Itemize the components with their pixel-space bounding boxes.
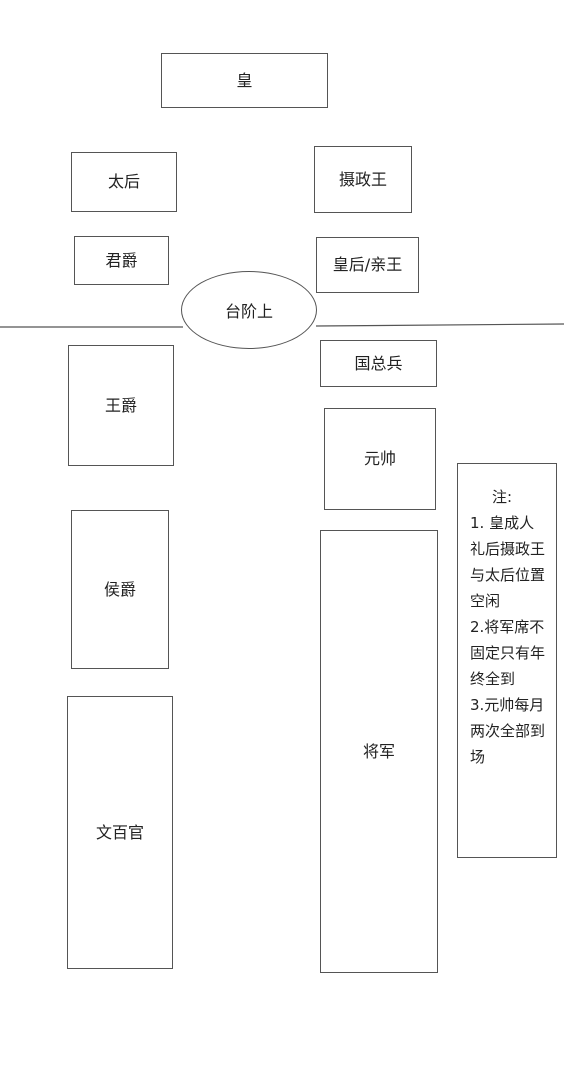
node-wang-jue-label: 王爵 xyxy=(104,395,137,415)
note-item-1: 1. 皇成人礼后摄政王与太后位置空闲 xyxy=(470,514,546,610)
node-steps: 台阶上 xyxy=(181,271,317,349)
note-item-3: 3.元帅每月两次全部到场 xyxy=(470,696,546,766)
node-regent-label: 摄政王 xyxy=(338,169,387,189)
node-jun-jue: 君爵 xyxy=(74,236,169,285)
node-general: 将军 xyxy=(320,530,438,973)
node-empress-prince-label: 皇后/亲王 xyxy=(332,255,403,274)
node-emperor: 皇 xyxy=(161,53,328,108)
node-hou-jue: 侯爵 xyxy=(71,510,169,669)
node-empress-prince: 皇后/亲王 xyxy=(316,237,419,293)
node-wang-jue: 王爵 xyxy=(68,345,174,466)
node-regent: 摄政王 xyxy=(314,146,412,213)
node-hou-jue-label: 侯爵 xyxy=(103,579,136,599)
note-box: 注: 1. 皇成人礼后摄政王与太后位置空闲 2.将军席不固定只有年终全到 3.元… xyxy=(457,463,557,858)
node-guo-zong-bing-label: 国总兵 xyxy=(354,353,403,373)
node-general-label: 将军 xyxy=(362,741,395,761)
node-guo-zong-bing: 国总兵 xyxy=(320,340,437,387)
node-civil-officials-label: 文百官 xyxy=(95,822,144,842)
node-jun-jue-label: 君爵 xyxy=(105,250,138,270)
node-marshal-label: 元帅 xyxy=(363,449,396,468)
node-empress-dowager-label: 太后 xyxy=(107,172,140,191)
note-item-2: 2.将军席不固定只有年终全到 xyxy=(470,618,546,688)
note-title: 注: xyxy=(491,488,513,506)
node-steps-label: 台阶上 xyxy=(224,302,273,321)
node-marshal: 元帅 xyxy=(324,408,436,510)
node-civil-officials: 文百官 xyxy=(67,696,173,969)
node-empress-dowager: 太后 xyxy=(71,152,177,212)
node-emperor-label: 皇 xyxy=(236,70,253,90)
